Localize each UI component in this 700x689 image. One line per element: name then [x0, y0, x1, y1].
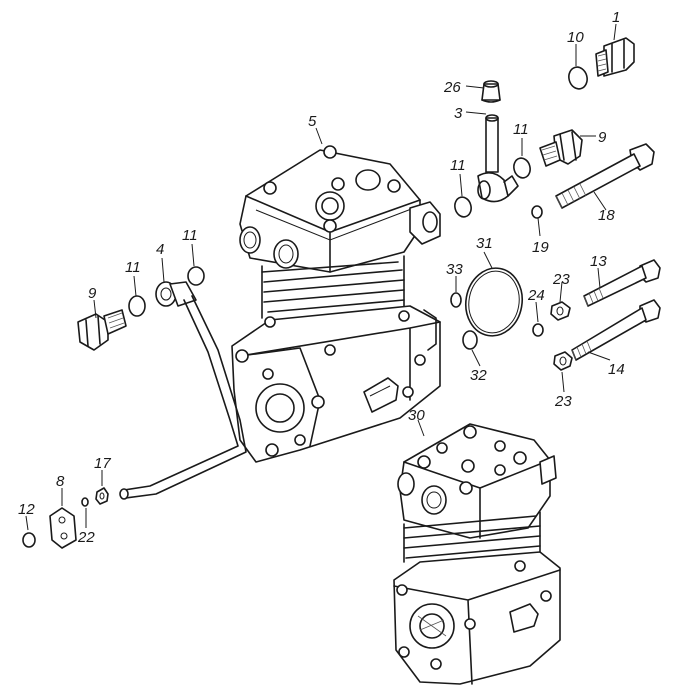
callout-13: 13: [590, 253, 607, 270]
callout-labels: 1 10 26 3 5 11 9 11 18 4 11 11 9 31 19 3…: [18, 9, 625, 546]
part-13-bolt: [583, 259, 661, 307]
part-31-large-o-ring: [465, 267, 523, 337]
callout-3: 3: [454, 105, 463, 122]
part-9-banjo-bolt-top: [539, 129, 583, 167]
part-9-banjo-bolt-left: [77, 309, 127, 351]
callout-11-left-lower: 11: [125, 259, 141, 276]
callout-17: 17: [94, 455, 111, 472]
part-1-fitting: [595, 37, 635, 77]
part-18-long-bolt: [555, 143, 655, 209]
callout-18: 18: [598, 207, 615, 224]
callout-11-tube-top: 11: [513, 121, 529, 138]
callout-22: 22: [77, 529, 95, 546]
part-23-nut-b: [553, 351, 573, 371]
callout-19: 19: [532, 239, 549, 256]
leader-lines: [25, 23, 617, 531]
callout-24: 24: [527, 287, 545, 304]
part-22-washer: [81, 497, 89, 507]
part-3-tube: [477, 114, 519, 203]
part-11-ring-b: [454, 196, 472, 218]
callout-1: 1: [612, 9, 620, 26]
callout-14: 14: [608, 361, 625, 378]
part-32-ring: [462, 330, 478, 350]
part-14-bolt: [571, 299, 661, 361]
callout-23-upper: 23: [552, 271, 570, 288]
part-33-small-ring: [450, 292, 462, 308]
part-4-oil-pipe: [119, 281, 247, 500]
part-17-nut: [95, 487, 109, 505]
callout-26: 26: [443, 79, 461, 96]
part-10-seal-ring: [568, 66, 588, 90]
part-11-ring-a: [513, 157, 531, 179]
callout-9-left: 9: [88, 285, 97, 302]
callout-10: 10: [567, 29, 584, 46]
callout-9-top: 9: [598, 129, 607, 146]
part-5-compressor-main: [231, 145, 441, 463]
callout-11-left-upper: 11: [182, 227, 198, 244]
part-23-nut-a: [550, 301, 571, 321]
callout-5: 5: [308, 113, 317, 130]
callout-4: 4: [156, 241, 164, 258]
callout-31: 31: [476, 235, 493, 252]
part-12-ring: [22, 532, 36, 548]
part-8-flange: [49, 507, 77, 549]
callout-23-lower: 23: [554, 393, 572, 410]
callout-33: 33: [446, 261, 463, 278]
part-19-washer: [531, 205, 543, 219]
callout-32: 32: [470, 367, 487, 384]
callout-30: 30: [408, 407, 425, 424]
part-30-compressor-assembly: [393, 423, 561, 685]
callout-12: 12: [18, 501, 35, 518]
part-11-ring-d: [128, 295, 146, 317]
callout-8: 8: [56, 473, 65, 490]
callout-11-tube-bottom: 11: [450, 157, 466, 174]
part-26-cap: [481, 80, 501, 103]
part-11-ring-c: [187, 266, 205, 286]
part-24-washer: [532, 323, 544, 337]
